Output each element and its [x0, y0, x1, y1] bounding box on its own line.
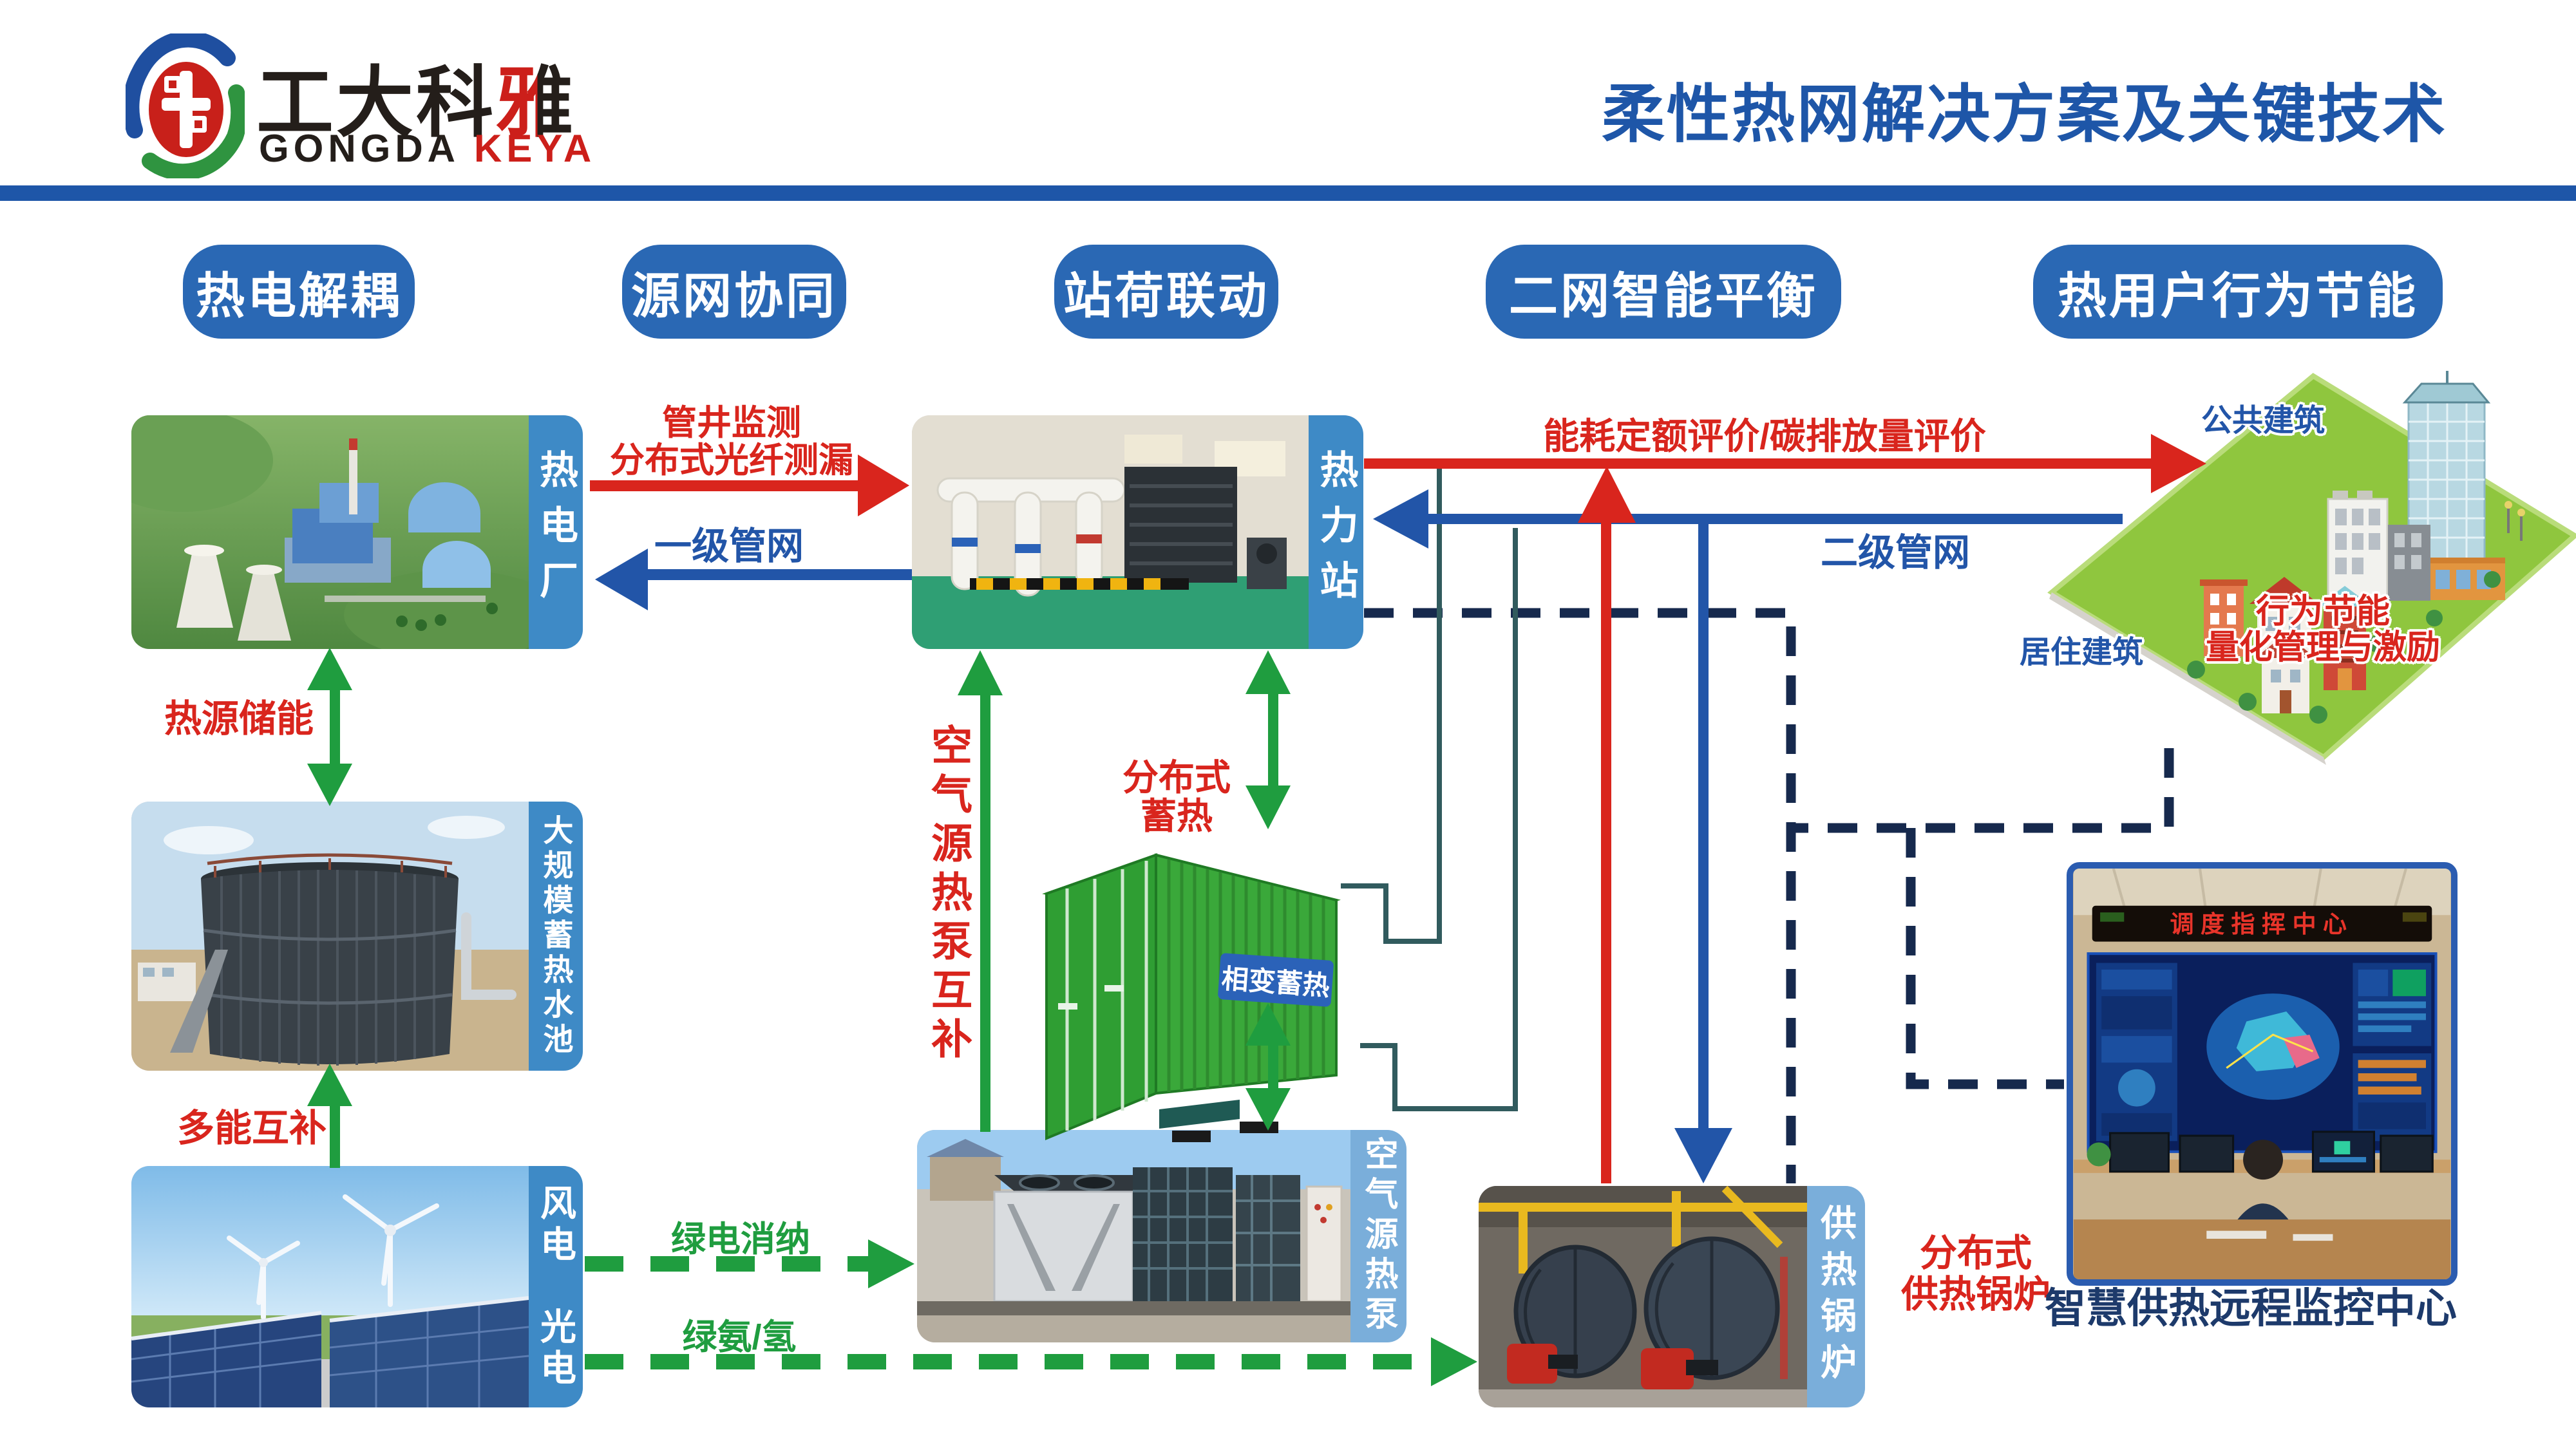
pill-user-behavior-saving: 热用户行为节能 [2033, 245, 2443, 339]
pipe-monitoring-arrow-shaft [590, 480, 860, 491]
boiler-return-drop-head [1674, 1128, 1732, 1183]
pill-source-grid-synergy: 源网协同 [622, 245, 846, 339]
label-distributed-storage-1: 分布式 [1122, 757, 1231, 798]
label-behavior-saving-2: 量化管理与激励 [2205, 629, 2441, 666]
heat-station-tab: 热力站 [1309, 415, 1363, 649]
label-pipe-monitoring-1: 管井监测 [662, 404, 801, 442]
dashed-line-station-to-boiler [1364, 608, 1796, 1183]
label-public-buildings: 公共建筑 [2201, 404, 2325, 438]
label-distributed-boiler-1: 分布式 [1919, 1232, 2032, 1274]
green-power-dashed-head [868, 1239, 914, 1288]
label-green-power: 绿电消纳 [671, 1220, 810, 1259]
pcm-container-label: 相变蓄热 [1217, 952, 1334, 1008]
air-source-heat-pump-photo [917, 1130, 1350, 1342]
station-container-arrow-shaft [1268, 690, 1278, 788]
company-name-cn: 工大科雅 [256, 40, 576, 152]
station-container-arrow-head-up [1245, 650, 1291, 694]
pipe-monitoring-arrow-head [858, 455, 909, 516]
storage-tank-tab-label: 大规模蓄热水池 [538, 814, 573, 1058]
boiler-return-drop-shaft [1698, 523, 1709, 1134]
label-primary-network: 一级管网 [654, 525, 804, 567]
label-secondary-network: 二级管网 [1820, 532, 1971, 574]
wind-solar-photo [131, 1166, 529, 1407]
plant-tank-arrow-head-down [307, 764, 352, 806]
heat-station-tab-label: 热力站 [1314, 449, 1358, 616]
label-heat-source-storage: 热源储能 [164, 698, 314, 740]
control-center-photo: 调度指挥中心 [2067, 862, 2458, 1286]
label-behavior-saving-1: 行为节能 [2255, 593, 2391, 630]
label-residential-buildings: 居住建筑 [2020, 635, 2144, 670]
secondary-network-shaft [1426, 514, 2123, 524]
label-distributed-boiler-2: 供热锅炉 [1900, 1274, 2051, 1315]
dashed-line-to-control-center [1906, 828, 2064, 1089]
plant-tank-arrow-shaft [330, 680, 340, 774]
teal-line-return-to-container [1360, 528, 1518, 1111]
page-title: 柔性热网解决方案及关键技术 [1601, 79, 2447, 149]
company-name-en-red: KEYA [474, 127, 596, 170]
pill-station-load-linkage: 站荷联动 [1054, 245, 1278, 339]
plant-tank-arrow-head-up [307, 648, 352, 690]
ashp-station-arrow-head [958, 650, 1003, 695]
wind-solar-tab-label: 风电 光电 [535, 1183, 576, 1390]
pcm-container-label-text: 相变蓄热 [1220, 963, 1331, 1001]
boiler-supply-riser-shaft [1601, 512, 1611, 1183]
logo-mark-icon [122, 30, 248, 181]
company-logo [122, 30, 248, 181]
heating-boiler-photo [1479, 1186, 1807, 1407]
air-source-heat-pump-tab: 空气源热泵 [1350, 1130, 1406, 1342]
storage-tank-tab: 大规模蓄热水池 [529, 802, 583, 1071]
control-screen-led-text: 调度指挥中心 [2170, 910, 2354, 937]
power-plant-tab: 热电厂 [529, 415, 583, 649]
company-name-en: GONGDA KEYA [259, 126, 596, 171]
secondary-network-head [1373, 489, 1428, 549]
solar-tank-arrow-shaft [330, 1096, 340, 1168]
label-green-ammonia: 绿氨/氢 [682, 1318, 797, 1357]
air-source-heat-pump-tab-label: 空气源热泵 [1359, 1136, 1397, 1336]
storage-tank-photo [131, 802, 529, 1071]
heating-boiler-tab: 供热锅炉 [1807, 1186, 1865, 1407]
boiler-supply-riser-head [1578, 466, 1636, 523]
label-distributed-storage-2: 蓄热 [1141, 796, 1213, 836]
power-plant-photo [131, 415, 529, 649]
ashp-station-arrow-shaft [980, 688, 990, 1132]
label-control-center-caption: 智慧供热远程监控中心 [2045, 1285, 2457, 1331]
label-pipe-monitoring-2: 分布式光纤测漏 [610, 441, 853, 480]
power-plant-tab-label: 热电厂 [534, 449, 578, 616]
wind-solar-tab: 风电 光电 [529, 1166, 583, 1407]
company-name-en-black: GONGDA [259, 127, 460, 170]
label-multi-energy: 多能互补 [177, 1107, 327, 1149]
primary-network-arrow-shaft [645, 569, 912, 580]
pill-thermoelectric-decoupling: 热电解耦 [183, 245, 415, 339]
primary-network-arrow-head [595, 549, 648, 610]
label-ashp-complement: 空气源热泵互补 [925, 724, 972, 1066]
green-ammonia-dashed-head [1431, 1337, 1477, 1386]
heating-boiler-tab-label: 供热锅炉 [1815, 1204, 1857, 1389]
pill-secondary-network-balance: 二网智能平衡 [1486, 245, 1841, 339]
label-energy-carbon-eval: 能耗定额评价/碳排放量评价 [1543, 416, 1986, 456]
heat-station-photo [912, 415, 1309, 649]
buildings-illustration [2035, 367, 2576, 766]
header-divider [0, 185, 2576, 201]
